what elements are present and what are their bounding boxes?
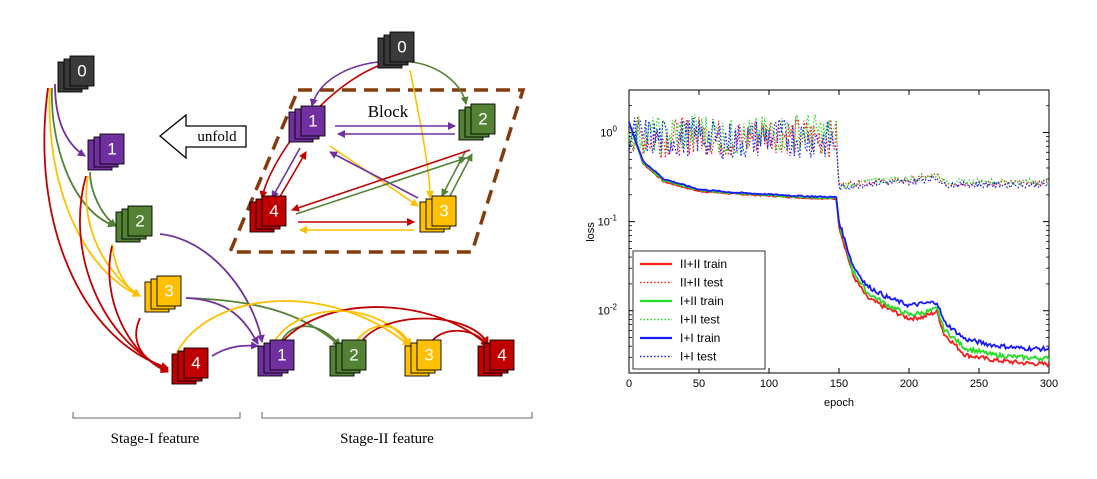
node-stage2-4: 4 (477, 339, 515, 377)
node-layer (300, 105, 326, 137)
block-border (227, 88, 526, 254)
unfold-label: unfold (197, 129, 237, 145)
node-layer (416, 339, 442, 371)
stage-braces (72, 412, 533, 419)
node-block-3: 3 (419, 195, 457, 233)
chart-ticks: 0 50 100 150 200 250 300 10-2 10-1 100 (598, 89, 1058, 390)
node-unrolled-2: 2 (115, 205, 153, 243)
node-label: 2 (135, 211, 144, 230)
node-label: 3 (164, 281, 173, 300)
block-arrows (259, 61, 473, 234)
node-layer (183, 347, 209, 379)
node-layer (127, 205, 153, 237)
node-label: 3 (424, 345, 433, 364)
node-layer (341, 339, 367, 371)
node-label: 1 (308, 111, 317, 130)
node-label: 1 (277, 345, 286, 364)
unrolled-arrows (43, 83, 489, 373)
node-unrolled-3: 3 (144, 275, 182, 313)
node-layer (431, 195, 457, 227)
x-tick-label: 150 (830, 378, 848, 390)
node-unrolled-1: 1 (87, 133, 125, 171)
node-layer (489, 339, 515, 371)
node-block-4: 4 (249, 195, 287, 233)
node-layer (269, 339, 295, 371)
unfold-arrow (158, 113, 247, 160)
x-tick-label: 250 (970, 378, 988, 390)
node-layer (389, 31, 415, 63)
block-label: Block (368, 102, 409, 121)
x-axis-label: epoch (824, 397, 854, 409)
legend-entry: II+II train (680, 257, 727, 271)
chart-lines (628, 114, 1050, 368)
loss-chart: 0 50 100 150 200 250 300 10-2 10-1 100 epoch loss… (585, 89, 1058, 409)
node-layer (261, 195, 287, 227)
feature-nodes: 0 1 2 3 4 1 2 3 4 0 1 2 3 4 (57, 31, 515, 385)
y-axis-label: loss (585, 222, 597, 242)
legend-entry: I+II train (680, 294, 724, 308)
node-layer (156, 275, 182, 307)
node-label: 4 (269, 201, 278, 220)
stage2-label: Stage-II feature (340, 431, 434, 447)
legend-entry: I+I test (680, 350, 717, 364)
y-tick-label: 10-2 (598, 303, 618, 318)
node-unrolled-0: 0 (57, 55, 95, 93)
series-line (628, 117, 1050, 193)
node-block-1: 1 (288, 105, 326, 143)
legend-entry: I+II test (680, 313, 720, 327)
node-stage2-3: 3 (404, 339, 442, 377)
legend-entry: II+II test (680, 276, 724, 290)
unfolded-diagram: Block unfold (43, 31, 533, 447)
x-tick-label: 200 (900, 378, 918, 390)
node-block-2: 2 (458, 103, 496, 141)
node-stage2-1: 1 (257, 339, 295, 377)
series-line (628, 122, 1050, 368)
y-tick-label: 100 (600, 125, 617, 140)
node-layer (99, 133, 125, 165)
node-label: 3 (439, 201, 448, 220)
node-label: 0 (77, 61, 86, 80)
series-line (628, 121, 1050, 353)
x-tick-label: 0 (626, 378, 632, 390)
x-tick-label: 100 (760, 378, 778, 390)
x-tick-label: 50 (693, 378, 705, 390)
node-label: 2 (349, 345, 358, 364)
legend-box (632, 250, 766, 370)
node-label: 2 (478, 109, 487, 128)
node-layer (470, 103, 496, 135)
node-block-0: 0 (377, 31, 415, 69)
x-tick-label: 300 (1040, 378, 1058, 390)
node-unrolled-4: 4 (171, 347, 209, 385)
node-label: 0 (397, 37, 406, 56)
node-label: 1 (107, 139, 116, 158)
node-label: 4 (497, 345, 506, 364)
stage1-label: Stage-I feature (111, 431, 200, 447)
node-stage2-2: 2 (329, 339, 367, 377)
node-label: 4 (191, 353, 200, 372)
legend-entry: I+I train (680, 331, 720, 345)
y-tick-label: 10-1 (598, 214, 618, 229)
node-layer (69, 55, 95, 87)
